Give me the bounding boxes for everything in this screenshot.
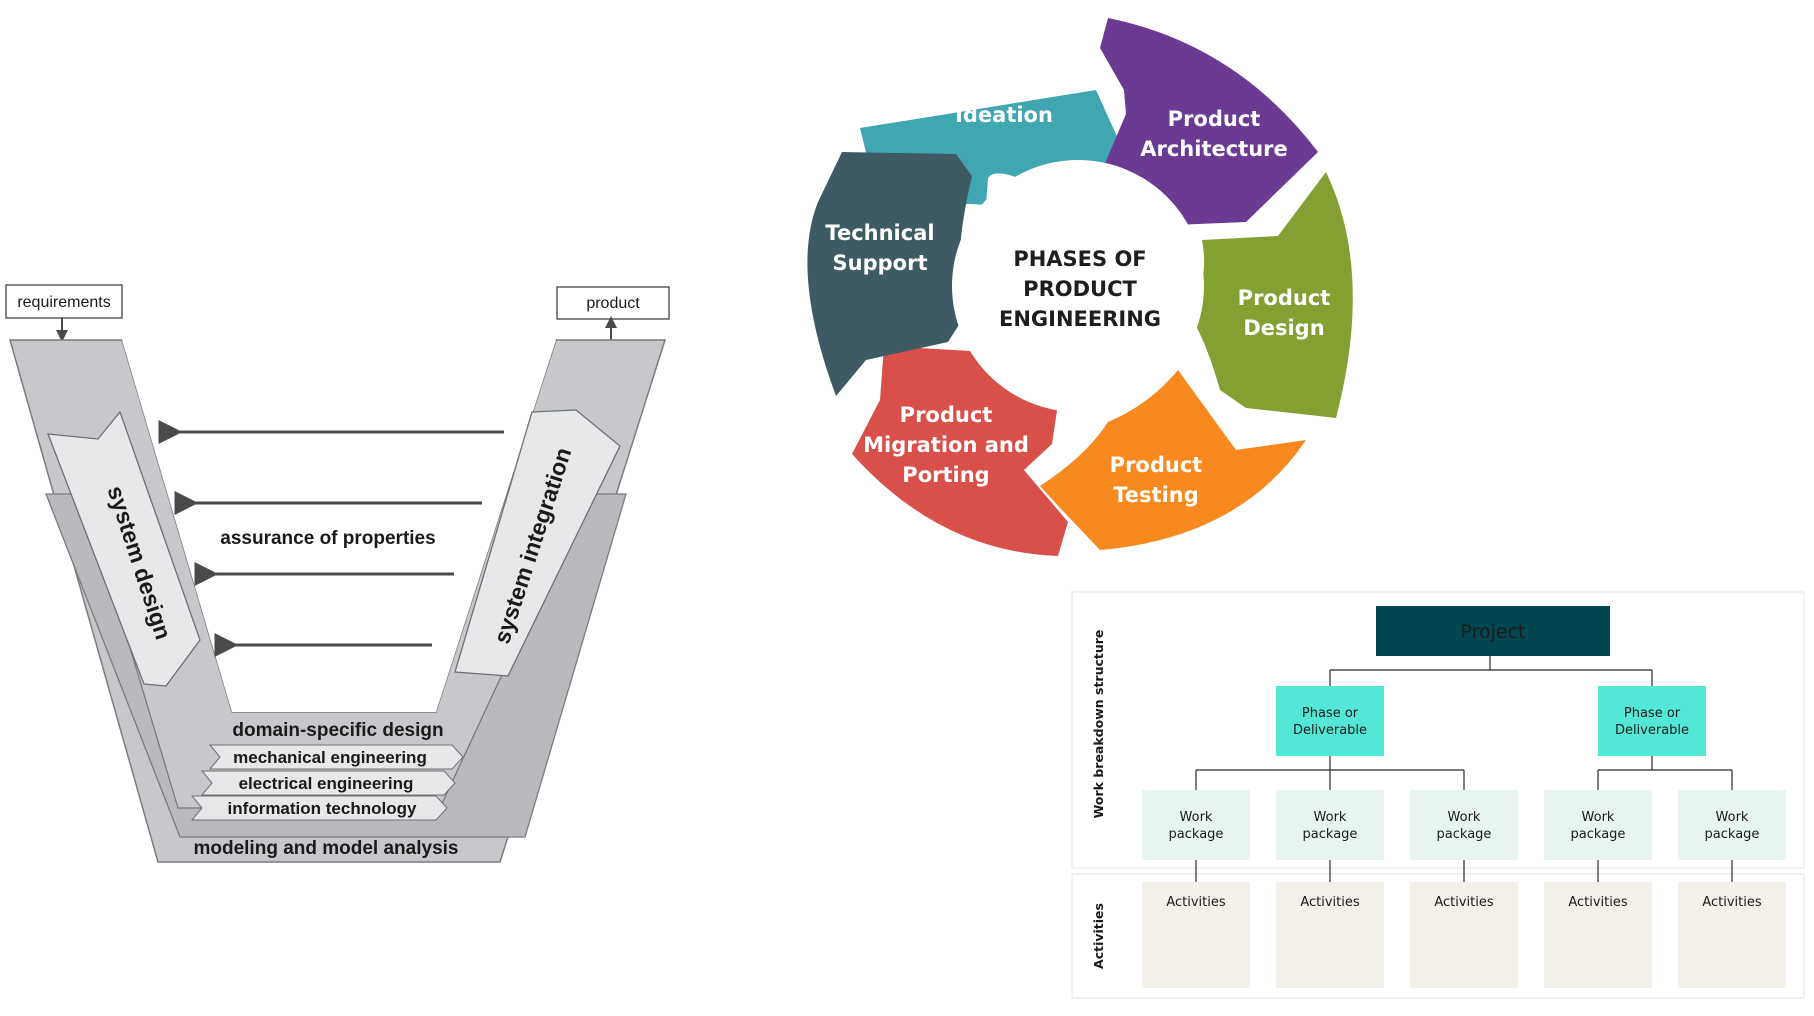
support-label-2: Support	[833, 251, 928, 275]
testing-label-1: Product	[1110, 453, 1203, 477]
phase-2-line-1: Phase or	[1624, 706, 1681, 721]
architecture-label-2: Architecture	[1140, 137, 1288, 161]
assurance-label: assurance of properties	[220, 528, 435, 549]
information-chevron	[190, 795, 448, 821]
cycle-center-line-1: PHASES OF	[1013, 247, 1146, 271]
cycle-center	[952, 160, 1204, 412]
phase-box-1	[1276, 686, 1384, 756]
project-box	[1376, 606, 1610, 656]
activity-5-label: Activities	[1702, 895, 1762, 910]
product-label: product	[586, 295, 640, 312]
information-label: information technology	[228, 799, 417, 818]
segment-testing	[1040, 370, 1306, 550]
activity-box-3	[1410, 882, 1518, 988]
wbs-connectors	[1195, 655, 1733, 882]
electrical-label: electrical engineering	[239, 774, 414, 793]
wp-5-line-2: package	[1705, 827, 1760, 842]
phase-1-line-1: Phase or	[1302, 706, 1359, 721]
wbs-side-label: Work breakdown structure	[1091, 630, 1106, 819]
requirements-label: requirements	[17, 294, 110, 311]
cycle-center-line-3: ENGINEERING	[999, 307, 1161, 331]
modeling-label: modeling and model analysis	[193, 838, 458, 859]
work-package-1	[1142, 790, 1250, 860]
cycle-center-line-2: PRODUCT	[1023, 277, 1137, 301]
activity-4-label: Activities	[1568, 895, 1628, 910]
architecture-label-1: Product	[1168, 107, 1261, 131]
support-label-1: Technical	[825, 221, 934, 245]
ideation-label-2: Ideation	[955, 103, 1053, 127]
domain-design-label: domain-specific design	[232, 720, 443, 741]
wp-2-line-2: package	[1303, 827, 1358, 842]
work-package-2	[1276, 790, 1384, 860]
ideation-label-1: Product	[958, 73, 1051, 97]
migration-label-3: Porting	[902, 463, 989, 487]
work-package-5	[1678, 790, 1786, 860]
work-package-4	[1544, 790, 1652, 860]
testing-label-2: Testing	[1113, 483, 1199, 507]
activity-1-label: Activities	[1166, 895, 1226, 910]
v-model: requirements product system design syste…	[5, 284, 670, 863]
design-label-1: Product	[1238, 286, 1331, 310]
wp-3-line-1: Work	[1448, 810, 1481, 825]
project-label: Project	[1460, 621, 1525, 643]
activities-side-label: Activities	[1091, 903, 1106, 969]
wp-4-line-1: Work	[1582, 810, 1615, 825]
segment-design	[1188, 172, 1353, 418]
work-package-3	[1410, 790, 1518, 860]
mechanical-chevron	[208, 744, 464, 770]
activity-2-label: Activities	[1300, 895, 1360, 910]
system-design-panel	[47, 410, 201, 687]
wp-4-line-2: package	[1571, 827, 1626, 842]
system-integration-panel	[454, 409, 621, 677]
phase-cycle: PHASES OF PRODUCT ENGINEERING Product Id…	[807, 18, 1353, 556]
migration-label-1: Product	[900, 403, 993, 427]
requirements-box	[5, 284, 123, 319]
wp-2-line-1: Work	[1314, 810, 1347, 825]
wp-5-line-1: Work	[1716, 810, 1749, 825]
wp-1-line-2: package	[1169, 827, 1224, 842]
wbs-chart: Work breakdown structure Activities Pro	[1071, 591, 1805, 999]
activity-box-1	[1142, 882, 1250, 988]
electrical-chevron	[200, 770, 456, 796]
phase-1-line-2: Deliverable	[1293, 723, 1367, 738]
mechanical-label: mechanical engineering	[233, 748, 427, 767]
activity-box-4	[1544, 882, 1652, 988]
activity-3-label: Activities	[1434, 895, 1494, 910]
design-label-2: Design	[1243, 316, 1324, 340]
phase-box-2	[1598, 686, 1706, 756]
activity-box-2	[1276, 882, 1384, 988]
activity-box-5	[1678, 882, 1786, 988]
wp-1-line-1: Work	[1180, 810, 1213, 825]
segment-architecture	[1098, 18, 1318, 226]
wp-3-line-2: package	[1437, 827, 1492, 842]
product-box	[556, 286, 670, 320]
segment-migration	[852, 346, 1068, 556]
segment-support	[807, 152, 972, 396]
phase-2-line-2: Deliverable	[1615, 723, 1689, 738]
migration-label-2: Migration and	[863, 433, 1029, 457]
